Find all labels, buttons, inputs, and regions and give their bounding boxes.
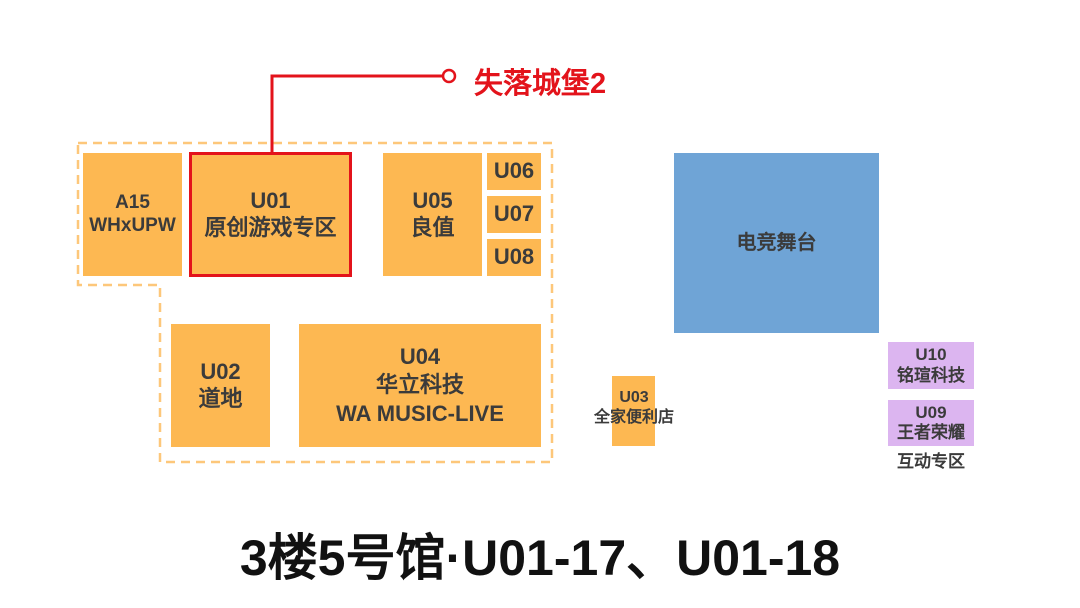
booth-name: 华立科技: [375, 372, 464, 398]
booth-name: 良值: [410, 214, 455, 240]
booth-name: 道地: [198, 385, 243, 411]
booth-code: U07: [493, 201, 535, 227]
booth-name: 原创游戏专区: [204, 214, 337, 240]
booth-u06[interactable]: U06: [487, 153, 541, 190]
stage[interactable]: 电竞舞台: [674, 153, 879, 333]
booth-u03-label: U03 全家便利店: [583, 388, 685, 428]
booth-code: U08: [493, 244, 535, 270]
booth-code: U10: [915, 345, 947, 365]
booth-u05[interactable]: U05 良值: [383, 153, 482, 276]
booth-u10[interactable]: U10 铭瑄科技: [888, 342, 974, 389]
booth-u08[interactable]: U08: [487, 239, 541, 276]
booth-code: U04: [399, 343, 441, 369]
booth-name-secondary: WA MUSIC-LIVE: [336, 400, 504, 426]
booth-code: U03: [619, 389, 649, 406]
booth-code: U01: [250, 188, 291, 214]
booth-name: 全家便利店: [593, 409, 674, 426]
hall-dashed-outline: [76, 141, 554, 464]
booth-u03[interactable]: [612, 376, 655, 446]
booth-u04[interactable]: U04 华立科技 WA MUSIC-LIVE: [299, 324, 541, 447]
booth-name: 王者荣耀: [897, 423, 965, 442]
booth-u09-note: 互动专区: [897, 452, 965, 471]
booth-code: U06: [493, 158, 535, 184]
booth-u09[interactable]: U09 王者荣耀: [888, 400, 974, 446]
callout-leader-line: [270, 74, 443, 152]
booth-u02[interactable]: U02 道地: [171, 324, 270, 447]
callout-dot-icon: [441, 68, 457, 84]
booth-a15[interactable]: A15 WHxUPW: [83, 153, 182, 276]
booth-u07[interactable]: U07: [487, 196, 541, 233]
booth-name: 铭瑄科技: [897, 365, 965, 385]
booth-code: U05: [412, 188, 453, 214]
booth-name: WHxUPW: [89, 214, 176, 236]
booth-code: A15: [115, 191, 150, 213]
footer-title: 3楼5号馆·U01-17、U01-18: [239, 530, 841, 586]
callout-label: 失落城堡2: [474, 68, 607, 100]
booth-code: U02: [200, 359, 241, 385]
booth-u01-highlighted[interactable]: U01 原创游戏专区: [189, 152, 352, 277]
stage-name: 电竞舞台: [736, 232, 817, 254]
booth-code: U09: [915, 402, 947, 422]
